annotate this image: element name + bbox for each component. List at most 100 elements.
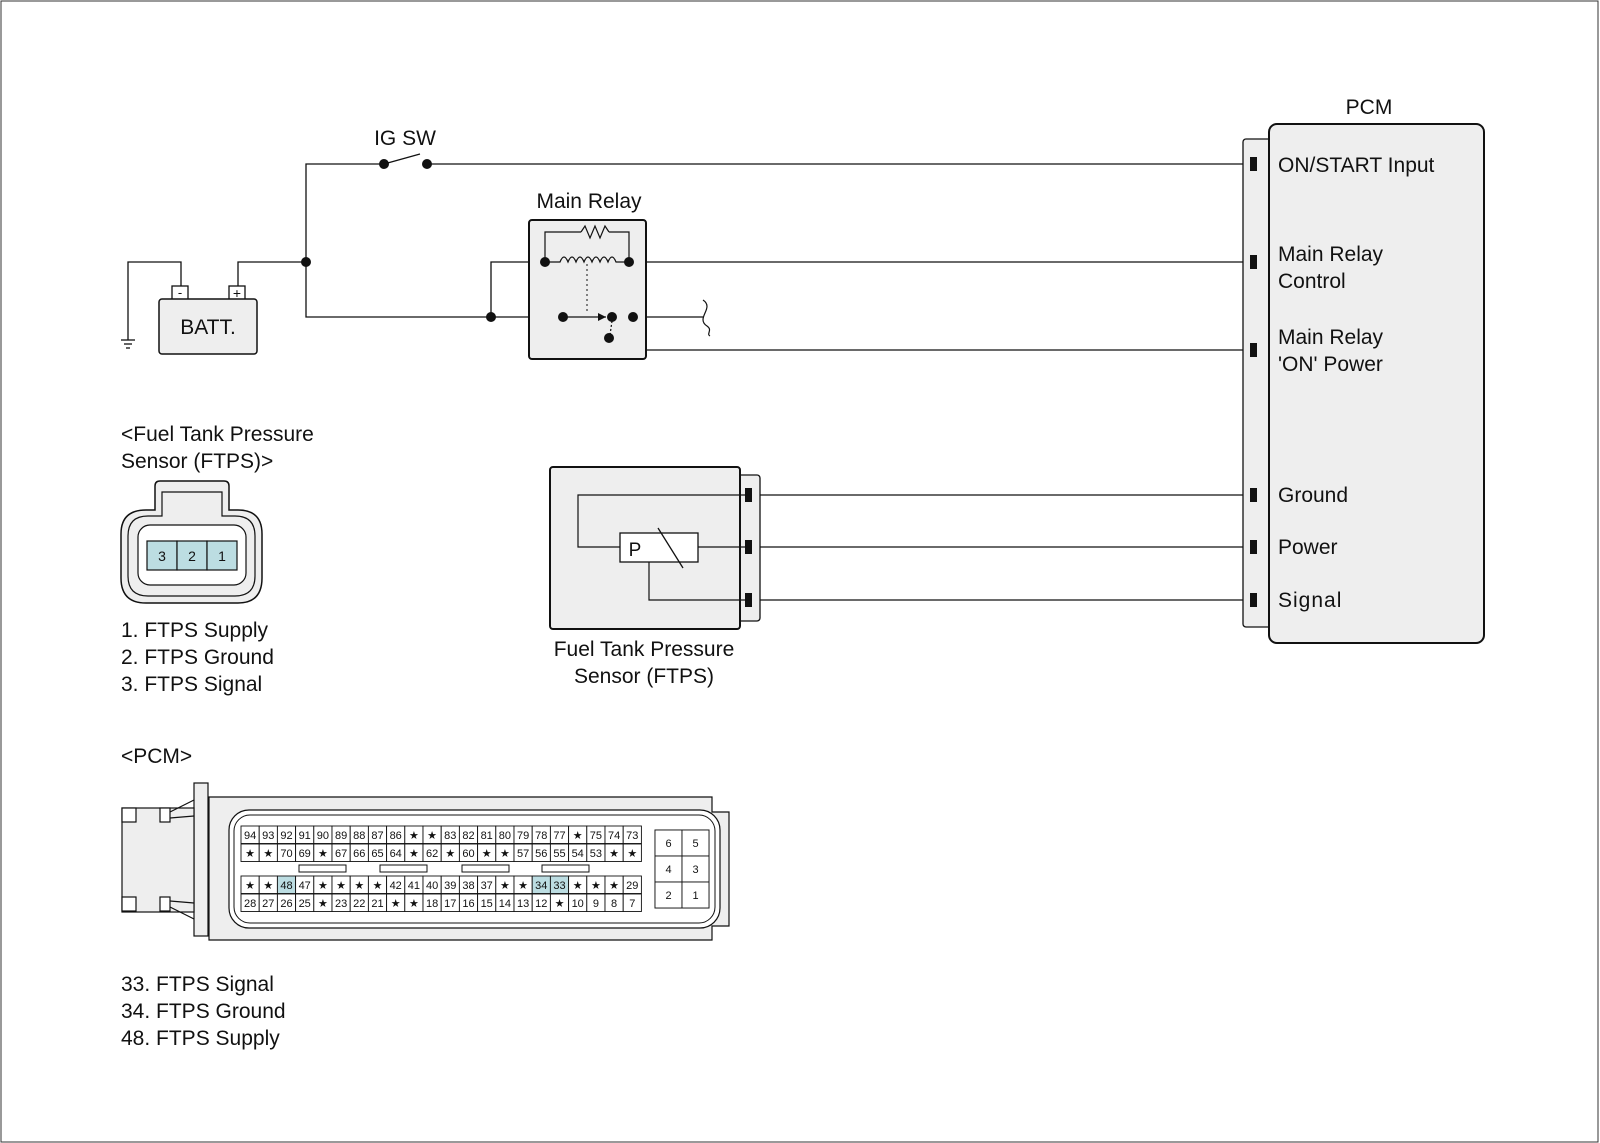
main-relay: Main Relay <box>528 190 647 360</box>
pcm-title: PCM <box>1346 96 1393 119</box>
pcm-pin-label: 10 <box>572 898 584 910</box>
pcm-pin-ground: Ground <box>1278 484 1348 507</box>
ftps-label-line2: Sensor (FTPS) <box>574 665 714 688</box>
pcm-pin-label: ★ <box>336 880 346 892</box>
pcm-side-pin-label: 6 <box>665 838 671 850</box>
pcm-pin-label: 53 <box>590 848 602 860</box>
pcm-pin-label: 14 <box>499 898 511 910</box>
pcm-pin-label: ★ <box>500 848 510 860</box>
pcm-box <box>1268 123 1485 644</box>
pcm-pin-main-relay-control-line2: Control <box>1278 270 1346 293</box>
batt-positive-wire <box>237 261 306 293</box>
pcm-pin-label: 7 <box>629 898 635 910</box>
ground-symbol <box>121 339 135 349</box>
pcm-pin-label: 64 <box>390 848 402 860</box>
pcm-pin-label: ★ <box>573 830 583 842</box>
pcm-connector-latch <box>121 782 209 937</box>
pcm-pin-label: 82 <box>462 830 474 842</box>
pcm-pin-label: 93 <box>262 830 274 842</box>
pcm-pin-label: ★ <box>318 898 328 910</box>
pcm-legend-33: 33. FTPS Signal <box>121 973 274 996</box>
pcm-pin-label: 37 <box>481 880 493 892</box>
pcm-pin-label: 41 <box>408 880 420 892</box>
pcm-pin-label: ★ <box>609 880 619 892</box>
relay-on-power-wire <box>632 316 1253 351</box>
pcm-pin-label: 39 <box>444 880 456 892</box>
pcm-pin-label: 75 <box>590 830 602 842</box>
pcm-side-pin-label: 2 <box>665 890 671 902</box>
ftps-connector-title-line2: Sensor (FTPS)> <box>121 450 273 473</box>
pcm-pin-label: 8 <box>611 898 617 910</box>
pcm-pin-label: 70 <box>280 848 292 860</box>
pcm-pin-cell <box>622 843 642 862</box>
ig-feed-wire <box>305 163 384 262</box>
pcm-pin-cell <box>622 825 642 844</box>
pcm-pin-label: 87 <box>371 830 383 842</box>
pcm-pin-label: 57 <box>517 848 529 860</box>
pressure-element <box>619 532 699 563</box>
ftps-pin-cell <box>176 540 208 571</box>
pcm-pin-label: ★ <box>555 898 565 910</box>
pcm-pin-label: 78 <box>535 830 547 842</box>
pcm-pin-main-relay-on-power-line1: Main Relay <box>1278 326 1384 349</box>
pcm-pin-label: ★ <box>391 898 401 910</box>
pcm-pin-label: 73 <box>626 830 638 842</box>
pcm-pin-label: 38 <box>462 880 474 892</box>
pressure-symbol: P <box>629 540 642 561</box>
pcm-legend-48: 48. FTPS Supply <box>121 1027 280 1050</box>
pcm-pin-label: ★ <box>482 848 492 860</box>
ground-wire <box>127 261 182 340</box>
pcm-side-pin-label: 1 <box>692 890 698 902</box>
pcm-pin-label: ★ <box>354 880 364 892</box>
pcm-pin-label: 22 <box>353 898 365 910</box>
pcm-side-pin-cell <box>654 881 683 909</box>
pcm-side-pin-cell <box>681 881 710 909</box>
ftps-pin-label: 2 <box>188 548 196 564</box>
pcm-pin-label: 26 <box>280 898 292 910</box>
pcm-pin-label: 65 <box>371 848 383 860</box>
pcm-side-pin-label: 3 <box>692 864 698 876</box>
pcm-pin-label: 23 <box>335 898 347 910</box>
pcm-pin-label: 17 <box>444 898 456 910</box>
battery: - + BATT. <box>158 285 258 355</box>
pcm-pin-label: ★ <box>409 898 419 910</box>
pcm-pin-label: 21 <box>371 898 383 910</box>
pcm-pin-label: ★ <box>318 880 328 892</box>
pcm-pin-on-start-input: ON/START Input <box>1278 154 1435 177</box>
pcm-pin-label: 18 <box>426 898 438 910</box>
pcm-pin-label: 77 <box>553 830 565 842</box>
pcm-pin-label: ★ <box>427 830 437 842</box>
pcm-pin-label: 91 <box>299 830 311 842</box>
ftps-sensor: P Fuel Tank Pressure Sensor (FTPS) <box>549 466 761 688</box>
pcm-pin-label: ★ <box>609 848 619 860</box>
pcm-pin-label: 15 <box>481 898 493 910</box>
batt-positive-sign: + <box>233 285 241 301</box>
ftps-legend-2: 2. FTPS Ground <box>121 646 274 669</box>
pcm-pin-label: 66 <box>353 848 365 860</box>
pcm-pin-label: 47 <box>299 880 311 892</box>
pcm-pin-label: 56 <box>535 848 547 860</box>
pcm-pin-label: 94 <box>244 830 256 842</box>
batt-negative-sign: - <box>178 285 182 300</box>
pcm-side-pin-cell <box>681 829 710 857</box>
pcm-pin-label: ★ <box>591 880 601 892</box>
pcm-pin-signal: Signal <box>1278 589 1342 612</box>
junction-dot <box>486 312 496 322</box>
pcm-pin-cell <box>622 875 642 894</box>
pcm-pin-cell <box>622 893 642 912</box>
pcm-pin-label: 29 <box>626 880 638 892</box>
pcm-pin-label: 13 <box>517 898 529 910</box>
ftps-pin-cell <box>206 540 238 571</box>
pcm-pin-label: 88 <box>353 830 365 842</box>
pcm-pin-label: ★ <box>445 848 455 860</box>
pcm-pin-main-relay-on-power-line2: 'ON' Power <box>1278 353 1383 376</box>
pcm-pin-label: 60 <box>462 848 474 860</box>
pcm-pin-label: 92 <box>280 830 292 842</box>
